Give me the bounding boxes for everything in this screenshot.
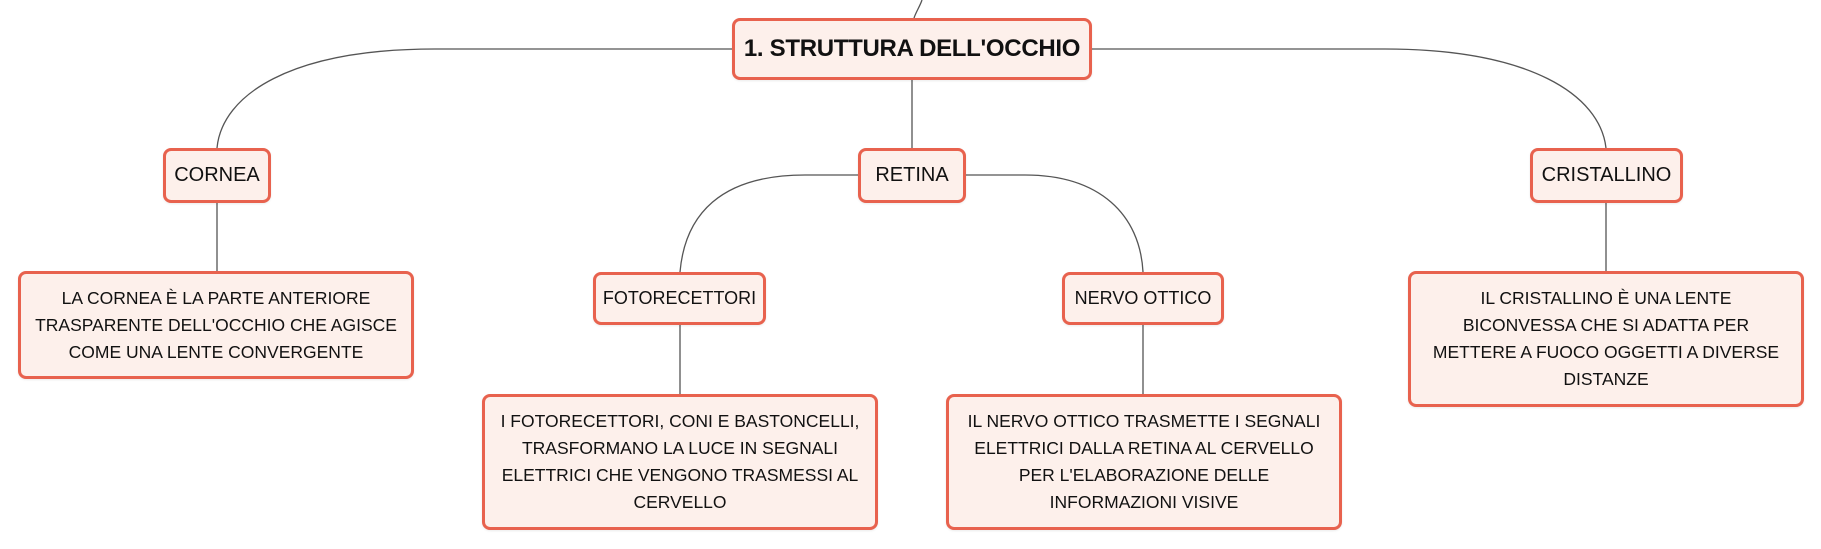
description-nervo-ottico[interactable]: IL NERVO OTTICO TRASMETTE I SEGNALI ELET… bbox=[946, 394, 1342, 530]
description-cristallino[interactable]: IL CRISTALLINO È UNA LENTE BICONVESSA CH… bbox=[1408, 271, 1804, 407]
connector-root-cornea bbox=[216, 48, 732, 149]
description-fotorecettori[interactable]: I FOTORECETTORI, CONI E BASTONCELLI, TRA… bbox=[482, 394, 878, 530]
connector-retina-fotorecettori bbox=[679, 174, 858, 273]
node-fotorecettori-label: FOTORECETTORI bbox=[602, 288, 757, 308]
node-retina[interactable]: RETINA bbox=[858, 148, 966, 203]
description-cornea[interactable]: LA CORNEA È LA PARTE ANTERIORE TRASPAREN… bbox=[18, 271, 414, 379]
description-cornea-text: LA CORNEA È LA PARTE ANTERIORE TRASPAREN… bbox=[35, 287, 397, 362]
connector-retina-nervo bbox=[966, 174, 1144, 273]
description-cristallino-text: IL CRISTALLINO È UNA LENTE BICONVESSA CH… bbox=[1432, 288, 1780, 389]
connector-parent-stub bbox=[913, 0, 923, 19]
description-fotorecettori-text: I FOTORECETTORI, CONI E BASTONCELLI, TRA… bbox=[500, 411, 860, 512]
node-nervo-ottico-label: NERVO OTTICO bbox=[1074, 288, 1212, 308]
root-node[interactable]: 1. STRUTTURA DELL'OCCHIO bbox=[732, 18, 1092, 80]
description-nervo-ottico-text: IL NERVO OTTICO TRASMETTE I SEGNALI ELET… bbox=[967, 411, 1321, 512]
node-nervo-ottico[interactable]: NERVO OTTICO bbox=[1062, 272, 1224, 325]
node-cornea-label: CORNEA bbox=[174, 164, 260, 186]
node-cristallino[interactable]: CRISTALLINO bbox=[1530, 148, 1683, 203]
root-title: 1. STRUTTURA DELL'OCCHIO bbox=[743, 35, 1081, 62]
connector-root-cristallino bbox=[1092, 48, 1607, 149]
node-cristallino-label: CRISTALLINO bbox=[1541, 164, 1672, 186]
node-cornea[interactable]: CORNEA bbox=[163, 148, 271, 203]
node-fotorecettori[interactable]: FOTORECETTORI bbox=[593, 272, 766, 325]
node-retina-label: RETINA bbox=[875, 164, 949, 186]
